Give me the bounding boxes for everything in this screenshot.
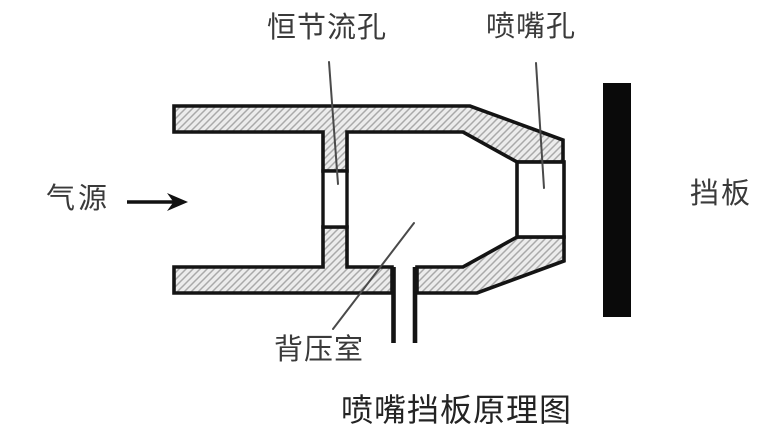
lower-wall-right [415,235,566,295]
fixed-orifice-opening [321,169,349,229]
upper-wall [172,104,565,173]
fixed-orifice-leader-line [328,61,339,185]
lower-wall-left [172,225,394,295]
air-flow-arrow-head [167,193,188,211]
back-pressure-chamber-label: 背压室 [274,334,365,366]
fixed-orifice-label: 恒节流孔 [267,12,388,44]
flapper-label: 挡板 [690,178,753,210]
figure-caption: 喷嘴挡板原理图 [341,392,573,428]
air-supply-label: 气源 [46,183,111,215]
flapper-plate [603,83,631,317]
nozzle-hole-leader-line [535,62,545,189]
nozzle-bore [515,160,566,239]
back-pressure-chamber-leader-line [332,222,415,330]
nozzle-hole-label: 喷嘴孔 [486,11,577,43]
